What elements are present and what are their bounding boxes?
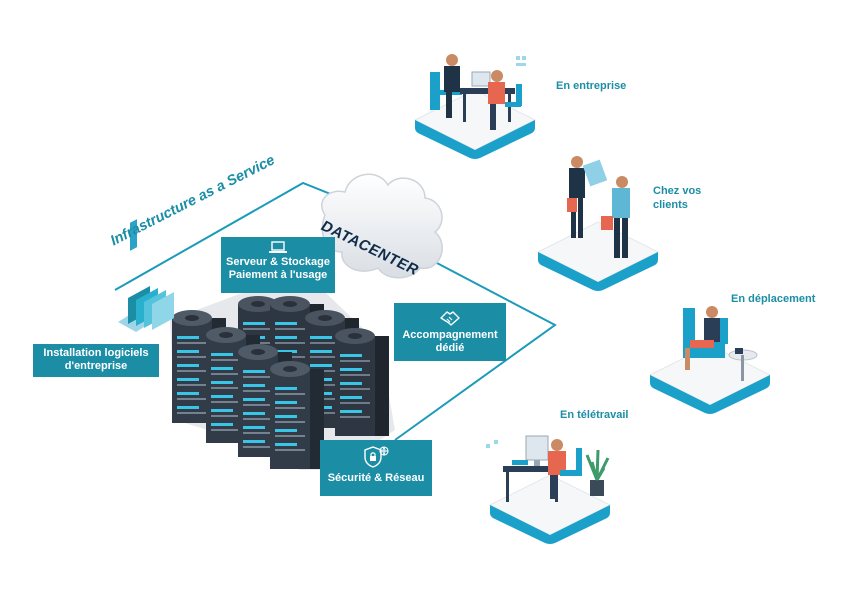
box-securite-reseau: Sécurité & Réseau bbox=[320, 440, 432, 496]
label-chez-vos-clients: Chez vos clients bbox=[653, 184, 701, 212]
datacenter-cloud bbox=[321, 173, 443, 279]
software-install-icon bbox=[118, 219, 174, 332]
box-accompagnement-line2: dédié bbox=[435, 342, 465, 354]
traveler-armchair-illustration bbox=[683, 306, 758, 381]
server-racks bbox=[170, 290, 395, 470]
box-accompagnement: Accompagnement dédié bbox=[394, 303, 506, 361]
box-logiciels-line1: Installation logiciels bbox=[43, 347, 149, 359]
box-accompagnement-line1: Accompagnement bbox=[402, 329, 498, 341]
box-logiciels-line2: d'entreprise bbox=[64, 360, 128, 372]
laptop-icon bbox=[269, 241, 287, 253]
label-en-deplacement: En déplacement bbox=[731, 293, 816, 305]
lock-globe-icon bbox=[364, 446, 389, 468]
box-serveur-line2: Paiement à l'usage bbox=[228, 269, 328, 281]
label-en-entreprise: En entreprise bbox=[556, 80, 627, 92]
office-meeting-illustration bbox=[430, 54, 526, 130]
remote-work-illustration bbox=[486, 435, 610, 502]
box-serveur-line1: Serveur & Stockage bbox=[226, 256, 330, 268]
box-installation-logiciels: Installation logiciels d'entreprise bbox=[33, 344, 159, 377]
handshake-icon bbox=[440, 311, 460, 326]
client-meeting-illustration bbox=[567, 156, 630, 258]
box-securite-line1: Sécurité & Réseau bbox=[327, 472, 425, 484]
label-chez-vos-clients-line2: clients bbox=[653, 199, 688, 211]
label-chez-vos-clients-line1: Chez vos bbox=[653, 185, 702, 197]
box-serveur-stockage: Serveur & Stockage Paiement à l'usage bbox=[221, 237, 335, 293]
label-en-teletravail: En télétravail bbox=[560, 409, 629, 421]
